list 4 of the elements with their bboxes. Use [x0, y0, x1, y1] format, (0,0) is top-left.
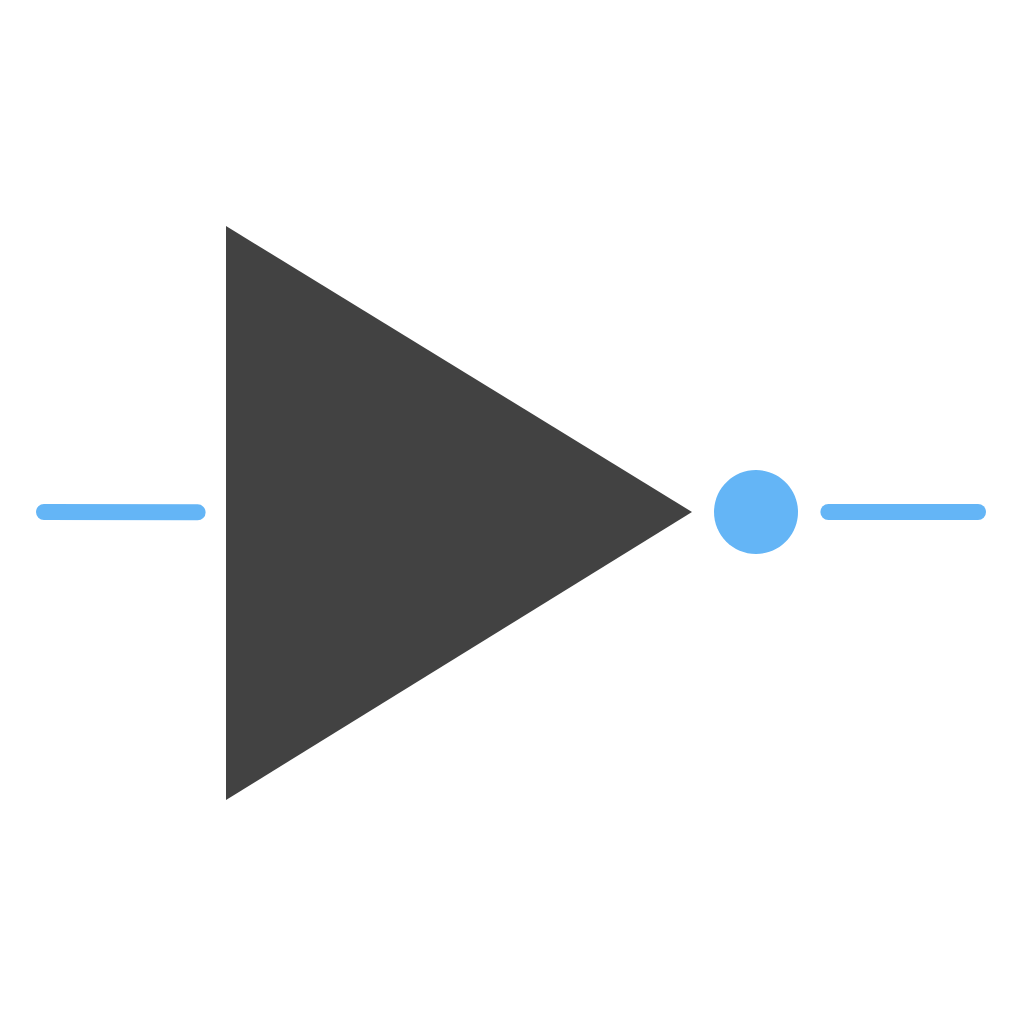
triangle-symbol — [226, 226, 692, 800]
wire-line — [820, 504, 986, 520]
wire-line — [36, 504, 206, 521]
inversion-circle — [714, 470, 798, 554]
